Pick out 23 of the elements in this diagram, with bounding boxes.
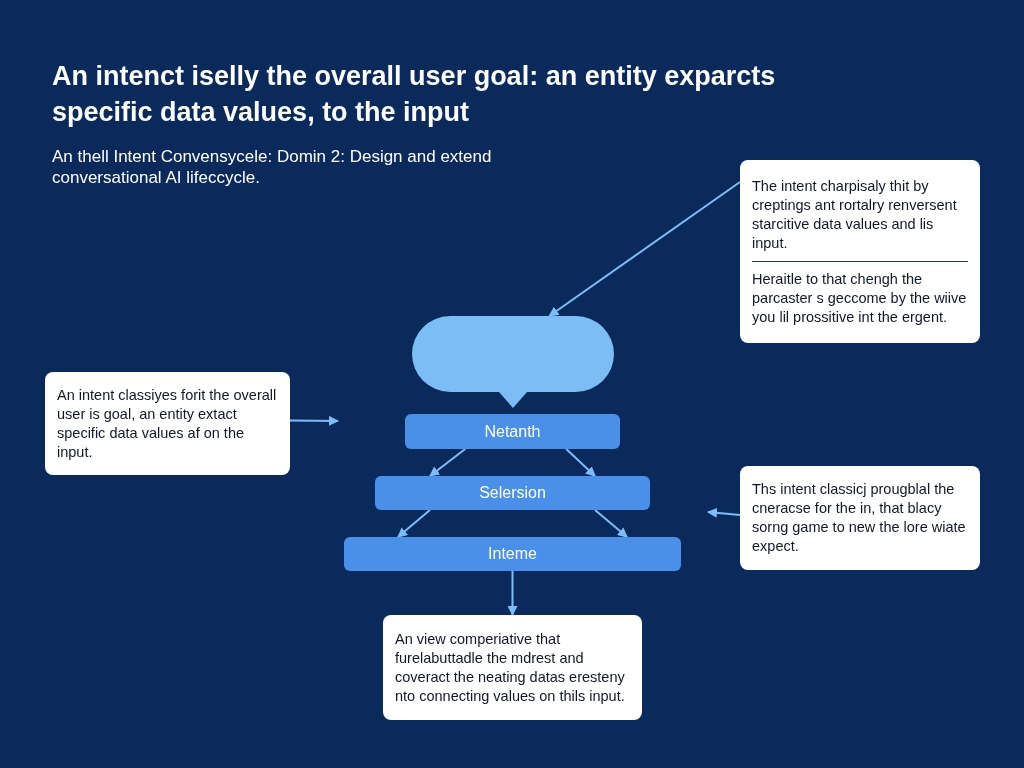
step-bar: Inteme xyxy=(344,537,681,571)
text-card xyxy=(740,160,980,343)
arrow xyxy=(565,448,596,477)
text-card xyxy=(45,372,290,475)
card-text: An view comperiative that furelabuttadle the mdrest and coveract the neating datas eresteny nto connecting values on thils input. xyxy=(395,629,626,706)
arrow xyxy=(594,509,629,538)
text-card xyxy=(740,466,980,570)
arrow xyxy=(289,415,339,426)
arrow xyxy=(707,507,741,518)
text-card xyxy=(383,615,642,720)
card-text: Ths intent classicj prougblal the cneracse for the in, that blacy sorng game to new the lore wiate expect. xyxy=(752,480,967,556)
arrow xyxy=(429,448,467,477)
card-text: An intent classiyes forit the overall user is goal, an entity extact specific data values af on the input. xyxy=(57,385,278,462)
arrow xyxy=(396,509,431,538)
arrow xyxy=(548,180,741,317)
card-text: Heraitle to that chengh the parcaster s geccome by the wiive you lil prossitive int the ergent. xyxy=(752,269,968,327)
step-bar: Selersion xyxy=(375,476,650,510)
step-bar: Netanth xyxy=(405,414,620,449)
subtitle: An thell Intent Convensycele: Domin 2: Design and extend conversational AI lifeccycle. xyxy=(52,146,493,188)
title: An intenct iselly the overall user goal: an entity exparcts specific data values, to the input xyxy=(52,60,777,129)
card-text: The intent charpisaly thit by creptings ant rortalry renversent starcitive data values and lis input. xyxy=(752,176,958,253)
speech-bubble xyxy=(412,316,614,408)
arrow xyxy=(507,570,518,616)
